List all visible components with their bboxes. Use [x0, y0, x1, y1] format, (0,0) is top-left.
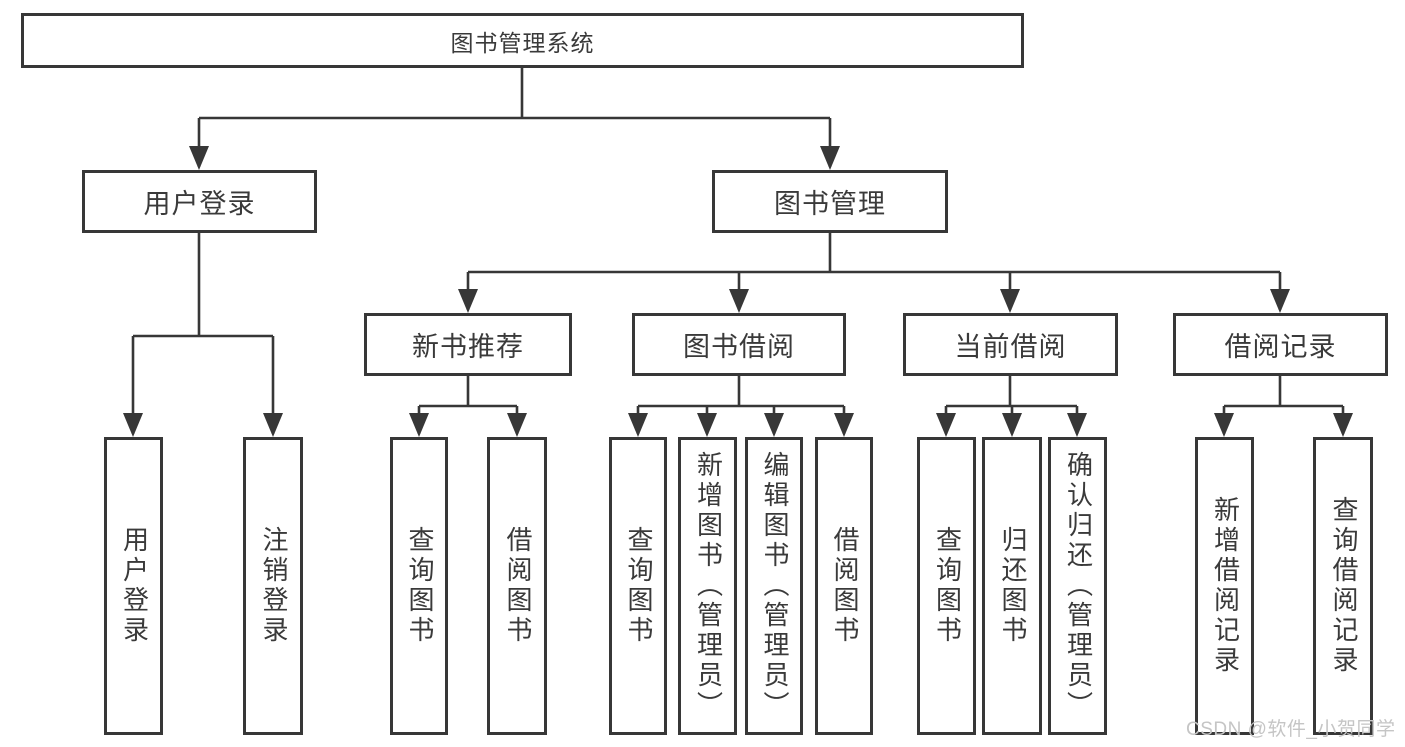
leaf-logout: 注销登录 — [243, 437, 303, 735]
node-book-borrowing: 图书借阅 — [632, 313, 846, 376]
leaf-borrow-books-2: 借阅图书 — [815, 437, 873, 735]
leaf-return-books: 归还图书 — [982, 437, 1042, 735]
node-borrowing-records: 借阅记录 — [1173, 313, 1388, 376]
node-label: 新书推荐 — [412, 332, 524, 362]
node-current-borrowing: 当前借阅 — [903, 313, 1118, 376]
node-library-management-system: 图书管理系统 — [21, 13, 1024, 68]
node-label: 当前借阅 — [954, 332, 1067, 362]
node-label: 用户登录 — [143, 189, 256, 219]
node-label: 图书管理 — [774, 189, 886, 219]
leaf-user-login: 用户登录 — [104, 437, 163, 735]
leaf-add-books-admin: 新增图书（管理员） — [678, 437, 737, 735]
node-label: 编辑图书（管理员） — [759, 451, 790, 721]
node-label: 确认归还（管理员） — [1063, 451, 1094, 721]
leaf-add-borrow-record: 新增借阅记录 — [1195, 437, 1254, 735]
node-label: 查询图书 — [404, 526, 435, 646]
node-label: 新增借阅记录 — [1210, 496, 1241, 676]
node-book-management: 图书管理 — [712, 170, 948, 233]
leaf-query-books-3: 查询图书 — [917, 437, 976, 735]
leaf-query-borrow-record: 查询借阅记录 — [1313, 437, 1373, 735]
node-label: 归还图书 — [997, 526, 1028, 646]
node-new-book-recommend: 新书推荐 — [364, 313, 572, 376]
node-label: 借阅记录 — [1224, 332, 1337, 362]
leaf-confirm-return-admin: 确认归还（管理员） — [1048, 437, 1107, 735]
leaf-query-books-2: 查询图书 — [609, 437, 667, 735]
node-label: 查询图书 — [623, 526, 654, 646]
leaf-borrow-books-1: 借阅图书 — [487, 437, 547, 735]
node-label: 用户登录 — [119, 526, 150, 646]
node-user-login: 用户登录 — [82, 170, 317, 233]
node-label: 图书管理系统 — [450, 29, 595, 56]
leaf-edit-books-admin: 编辑图书（管理员） — [745, 437, 803, 735]
node-label: 新增图书（管理员） — [693, 451, 724, 721]
leaf-query-books-1: 查询图书 — [390, 437, 448, 735]
node-label: 借阅图书 — [829, 526, 860, 646]
node-label: 借阅图书 — [502, 526, 533, 646]
connector-rails — [133, 68, 1343, 408]
node-label: 图书借阅 — [683, 332, 795, 362]
node-label: 查询图书 — [932, 526, 963, 646]
node-label: 查询借阅记录 — [1328, 496, 1359, 676]
csdn-watermark: CSDN @软件_小贺同学 — [1186, 719, 1396, 740]
node-label: 注销登录 — [258, 526, 289, 646]
